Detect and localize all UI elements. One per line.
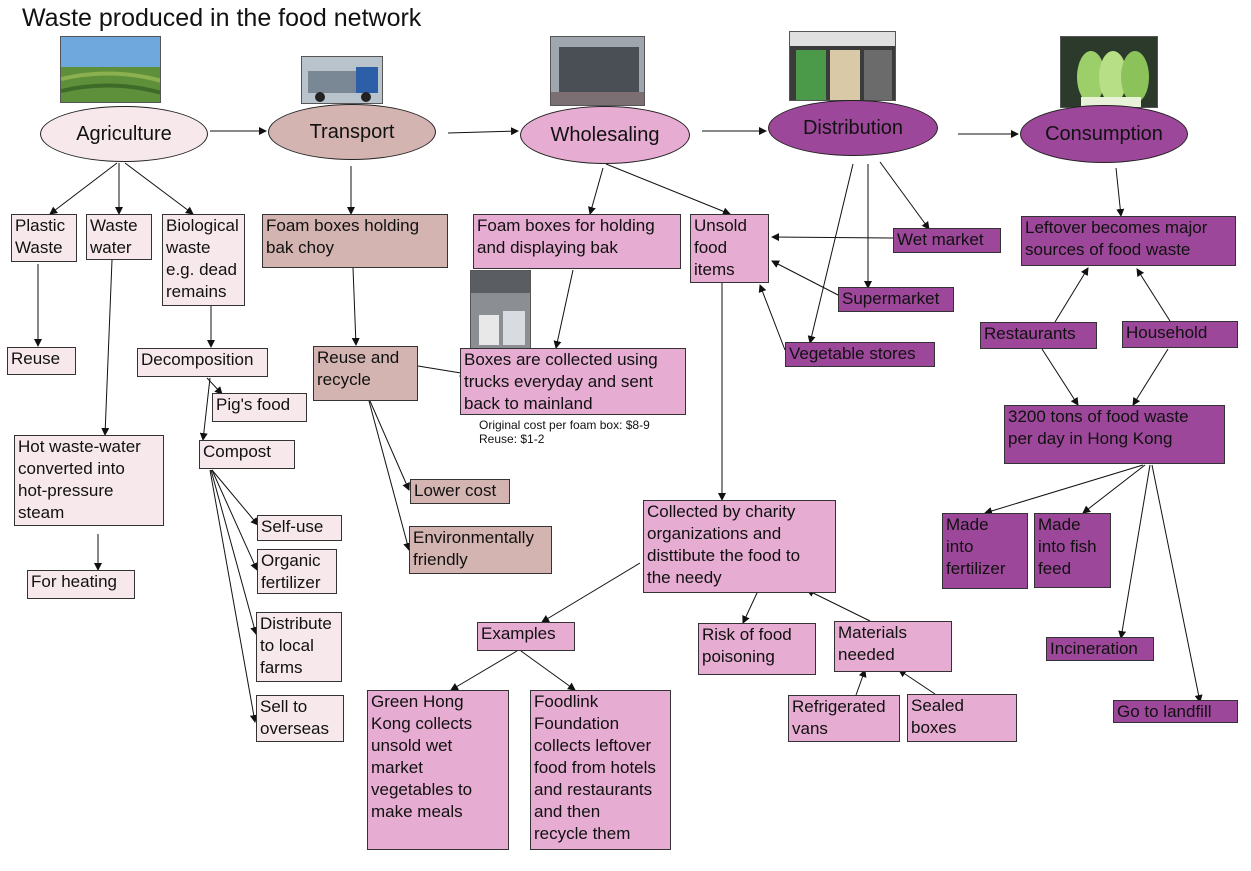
stage-wholesaling: Wholesaling — [520, 106, 690, 164]
reuse-recycle-box: Reuse and recycle — [313, 346, 418, 401]
environmentally-friendly-box: Environmentally friendly — [409, 526, 552, 574]
restaurants-box: Restaurants — [980, 322, 1097, 349]
stage-transport: Transport — [268, 104, 436, 160]
agriculture-photo — [60, 36, 161, 103]
refrigerated-vans-box: Refrigerated vans — [788, 695, 900, 742]
green-hong-kong-box: Green Hong Kong collects unsold wet mark… — [367, 690, 509, 850]
stage-consumption: Consumption — [1020, 105, 1188, 163]
consumption-photo — [1060, 36, 1158, 108]
reuse-box: Reuse — [7, 347, 76, 375]
foam-boxes-box: Foam boxes holding bak choy — [262, 214, 448, 268]
hot-waste-water-box: Hot waste-water converted into hot-press… — [14, 435, 164, 526]
foam-boxes-display-box: Foam boxes for holding and displaying ba… — [473, 214, 681, 269]
wet-market-box: Wet market — [893, 228, 1001, 253]
risk-food-poisoning-box: Risk of food poisoning — [698, 623, 816, 675]
waste-water-box: Waste water — [86, 214, 152, 260]
sell-overseas-box: Sell to overseas — [256, 695, 344, 742]
charity-collection-box: Collected by charity organizations and d… — [643, 500, 836, 593]
stage-agriculture: Agriculture — [40, 106, 208, 162]
biological-waste-box: Biological waste e.g. dead remains — [162, 214, 245, 306]
unsold-food-items-box: Unsold food items — [690, 214, 769, 283]
transport-photo — [301, 56, 383, 104]
leftover-food-waste-box: Leftover becomes major sources of food w… — [1021, 216, 1236, 266]
decomposition-box: Decomposition — [137, 348, 268, 377]
pigs-food-box: Pig's food — [212, 393, 307, 422]
incineration-box: Incineration — [1046, 637, 1154, 661]
vegetable-stores-box: Vegetable stores — [785, 342, 935, 367]
household-box: Household — [1122, 321, 1238, 348]
diagram-title: Waste produced in the food network — [22, 4, 422, 32]
for-heating-box: For heating — [27, 570, 135, 599]
go-to-landfill-box: Go to landfill — [1113, 700, 1238, 723]
distribute-farms-box: Distribute to local farms — [256, 612, 342, 682]
foam-boxes-photo — [470, 270, 531, 350]
lower-cost-box: Lower cost — [410, 479, 510, 504]
distribution-photo — [789, 31, 896, 101]
food-waste-tonnage-box: 3200 tons of food waste per day in Hong … — [1004, 405, 1225, 464]
materials-needed-box: Materials needed — [834, 621, 952, 672]
made-into-fish-feed-box: Made into fish feed — [1034, 513, 1111, 588]
stage-distribution: Distribution — [768, 100, 938, 156]
foam-box-cost-note: Original cost per foam box: $8-9 Reuse: … — [479, 418, 650, 446]
made-into-fertilizer-box: Made into fertilizer — [942, 513, 1028, 589]
organic-fertilizer-box: Organic fertilizer — [257, 549, 337, 594]
wholesaling-photo — [550, 36, 645, 106]
sealed-boxes-box: Sealed boxes — [907, 694, 1017, 742]
self-use-box: Self-use — [257, 515, 342, 541]
compost-box: Compost — [199, 440, 295, 469]
plastic-waste-box: Plastic Waste — [11, 214, 77, 262]
examples-box: Examples — [477, 622, 575, 651]
boxes-collected-box: Boxes are collected using trucks everyda… — [460, 348, 686, 415]
supermarket-box: Supermarket — [838, 287, 954, 312]
foodlink-foundation-box: Foodlink Foundation collects leftover fo… — [530, 690, 671, 850]
